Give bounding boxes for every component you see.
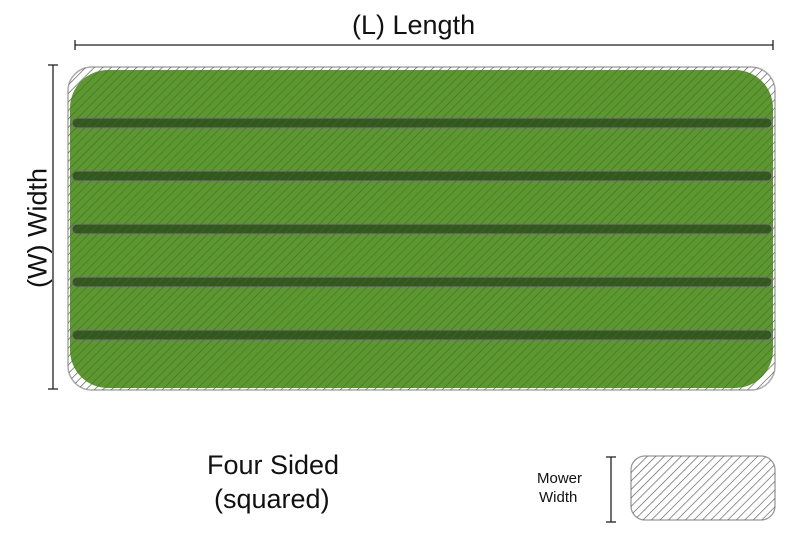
mowed-area	[70, 70, 773, 388]
width-label: (W) Width	[22, 168, 53, 288]
caption-title: Four Sided	[207, 450, 340, 480]
legend-label-line2: Width	[539, 489, 578, 506]
width-dimension-line	[48, 64, 58, 390]
legend-label-line1: Mower	[537, 470, 583, 487]
length-dimension-line	[74, 40, 774, 50]
caption-subtitle: (squared)	[214, 484, 330, 514]
mower-width-bracket	[606, 456, 616, 523]
length-label: (L) Length	[352, 10, 476, 40]
